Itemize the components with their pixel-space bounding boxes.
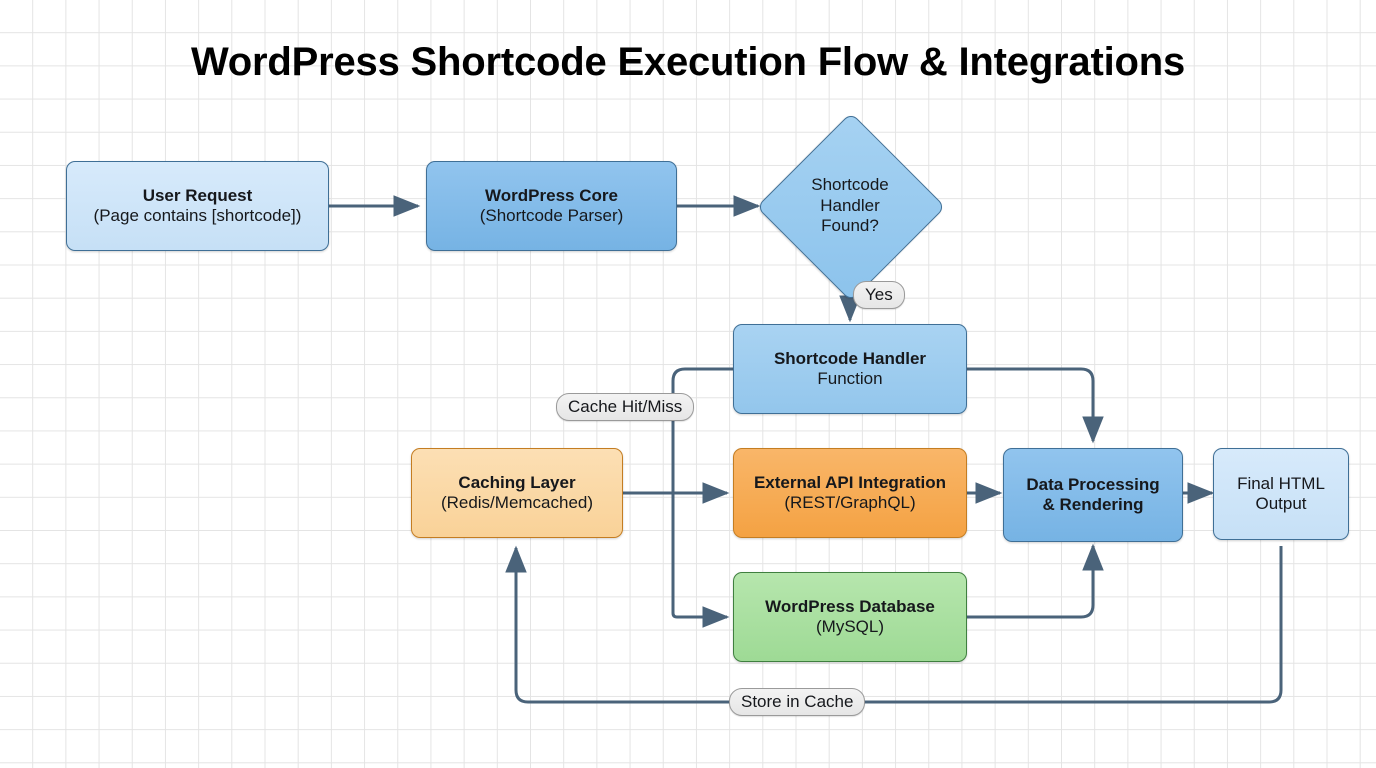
edge-output-to-cache bbox=[505, 545, 1283, 704]
node-final-html-output[interactable]: Final HTML Output bbox=[1213, 448, 1349, 540]
node-data-processing[interactable]: Data Processing & Rendering bbox=[1003, 448, 1183, 542]
edge-trunk-to-database bbox=[671, 606, 730, 628]
node-handler-function-line1: Shortcode Handler bbox=[773, 348, 927, 368]
node-caching-layer[interactable]: Caching Layer (Redis/Memcached) bbox=[411, 448, 623, 538]
node-wordpress-database-line2: (MySQL) bbox=[816, 617, 884, 636]
node-user-request[interactable]: User Request (Page contains [shortcode]) bbox=[66, 161, 329, 251]
node-wordpress-core-line2: (Shortcode Parser) bbox=[479, 206, 624, 225]
node-shortcode-handler-function[interactable]: Shortcode Handler Function bbox=[733, 324, 967, 414]
node-caching-layer-line2: (Redis/Memcached) bbox=[440, 493, 594, 512]
node-wordpress-database[interactable]: WordPress Database (MySQL) bbox=[733, 572, 967, 662]
node-caching-layer-line1: Caching Layer bbox=[458, 472, 576, 492]
node-data-processing-line1: Data Processing bbox=[1026, 474, 1160, 494]
edge-label-store-in-cache-text: Store in Cache bbox=[741, 692, 854, 711]
edge-handler-to-trunk bbox=[671, 367, 733, 613]
node-wordpress-core-line1: WordPress Core bbox=[485, 185, 618, 205]
node-user-request-line2: (Page contains [shortcode]) bbox=[93, 206, 302, 225]
edge-handler-to-processing bbox=[967, 367, 1104, 444]
edge-database-to-processing bbox=[967, 543, 1104, 619]
node-handler-function-line2: Function bbox=[817, 369, 883, 388]
edge-label-yes-text: Yes bbox=[865, 285, 893, 304]
node-final-html-output-line2: Output bbox=[1255, 494, 1307, 513]
node-final-html-output-line1: Final HTML bbox=[1237, 473, 1325, 493]
page-title: WordPress Shortcode Execution Flow & Int… bbox=[190, 40, 1186, 84]
node-external-api-integration[interactable]: External API Integration (REST/GraphQL) bbox=[733, 448, 967, 538]
node-external-api-line1: External API Integration bbox=[753, 472, 947, 492]
node-wordpress-database-line1: WordPress Database bbox=[765, 596, 935, 616]
edge-label-cache-hit-miss-text: Cache Hit/Miss bbox=[568, 397, 683, 416]
node-external-api-line2: (REST/GraphQL) bbox=[784, 493, 916, 512]
node-user-request-line1: User Request bbox=[142, 185, 253, 205]
edge-label-yes: Yes bbox=[853, 281, 905, 309]
edge-label-store-in-cache: Store in Cache bbox=[729, 688, 866, 716]
node-data-processing-line2: & Rendering bbox=[1042, 495, 1144, 514]
node-wordpress-core[interactable]: WordPress Core (Shortcode Parser) bbox=[426, 161, 677, 251]
edge-label-cache-hit-miss: Cache Hit/Miss bbox=[556, 393, 695, 421]
